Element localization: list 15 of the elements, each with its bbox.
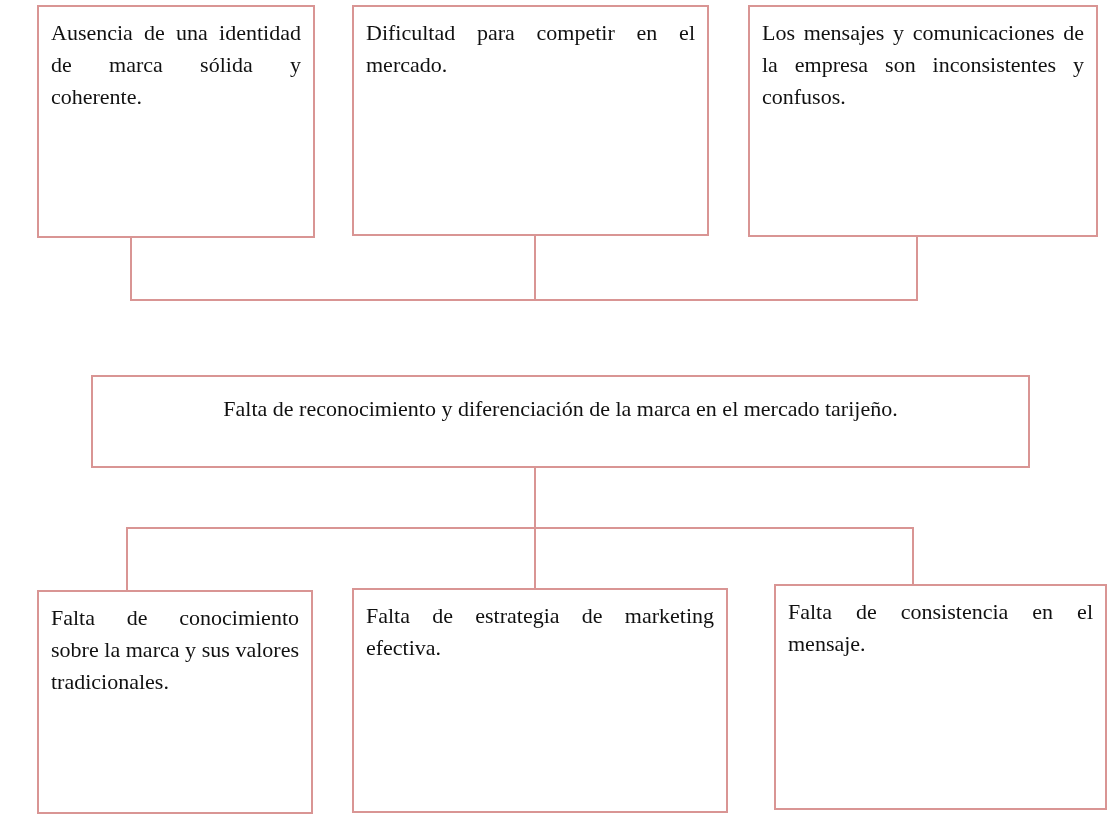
box-text: Falta de estrategia de marketing efectiva. bbox=[366, 602, 714, 662]
text-box bbox=[91, 375, 1030, 468]
box-text: Falta de conocimiento sobre la marca y sus valores tradicionales. bbox=[51, 604, 299, 696]
box-text: Falta de reconocimiento y diferenciación de la marca en el mercado tarijeño. bbox=[222, 395, 899, 423]
box-text: Ausencia de una identidad de marca sólida y coherente. bbox=[51, 19, 301, 111]
box-text: Falta de consistencia en el mensaje. bbox=[788, 598, 1093, 658]
connector-line bbox=[534, 235, 918, 301]
text-box bbox=[748, 5, 1098, 237]
text-box bbox=[352, 588, 728, 813]
box-text: Los mensajes y comunicaciones de la empresa son inconsistentes y confusos. bbox=[762, 19, 1084, 111]
text-box bbox=[774, 584, 1107, 810]
box-text: Dificultad para competir en el mercado. bbox=[366, 19, 695, 79]
text-box bbox=[37, 5, 315, 238]
text-box bbox=[37, 590, 313, 814]
text-box bbox=[352, 5, 709, 236]
